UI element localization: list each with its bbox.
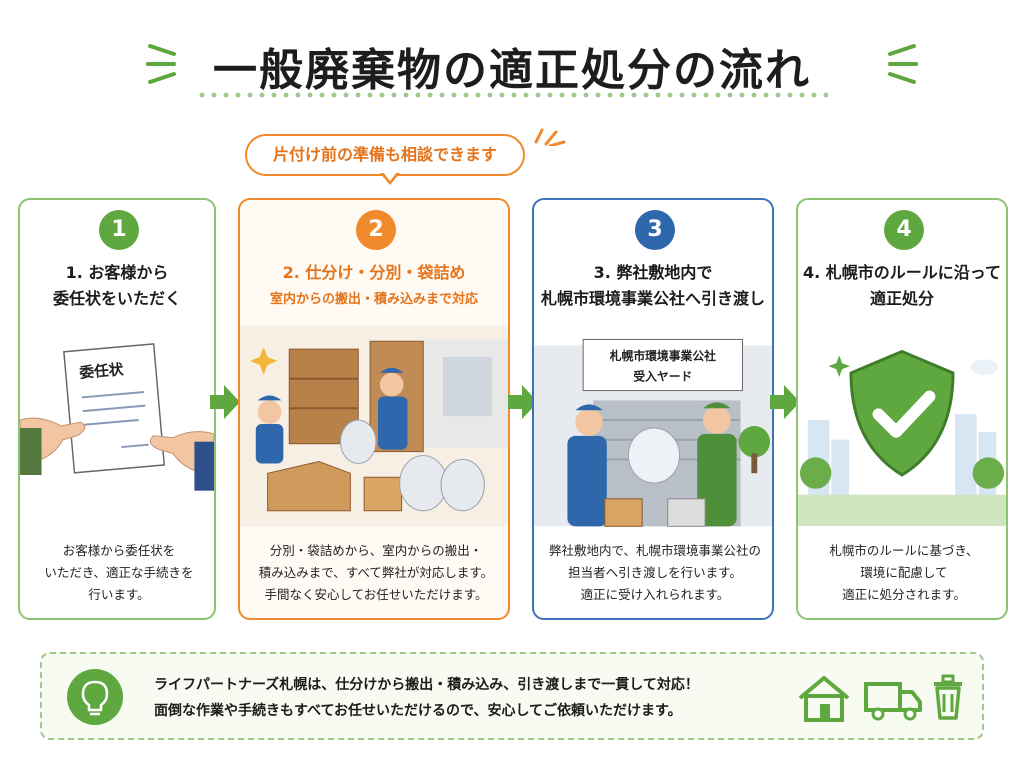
step-description: 札幌市のルールに基づき、 環境に配慮して 適正に処分されます。 bbox=[804, 540, 1004, 606]
hands-holding-document-illustration: 委任状 bbox=[20, 324, 214, 528]
step-number-badge: 4 bbox=[884, 210, 924, 250]
step-card-3: 3 3. 弊社敷地内で 札幌市環境事業公社へ引き渡し 札幌市環境事業公社 受入ヤ… bbox=[532, 198, 774, 620]
truck-icon bbox=[864, 674, 922, 722]
lightbulb-icon bbox=[66, 668, 124, 726]
house-icon bbox=[796, 674, 852, 722]
trash-icon bbox=[932, 674, 964, 722]
step-card-4: 4 4. 札幌市のルールに沿って 適正処分 札幌市のルールに基づき、 環境に配慮… bbox=[796, 198, 1008, 620]
step-number-badge: 2 bbox=[356, 210, 396, 250]
shield-check-illustration bbox=[798, 324, 1006, 528]
step-heading: 1. お客様から 委任状をいただく bbox=[20, 260, 214, 312]
step-heading: 3. 弊社敷地内で 札幌市環境事業公社へ引き渡し bbox=[534, 260, 772, 312]
step-heading: 4. 札幌市のルールに沿って 適正処分 bbox=[798, 260, 1006, 312]
step-card-1: 1 1. お客様から 委任状をいただく 委任状 お客様から委任状を いただき、適… bbox=[18, 198, 216, 620]
consult-callout: 片付け前の準備も相談できます bbox=[245, 134, 525, 176]
sparkle-icon bbox=[528, 112, 568, 146]
step-subheading: 室内からの搬出・積み込みまで対応 bbox=[240, 288, 508, 307]
step-number-badge: 3 bbox=[635, 210, 675, 250]
page-title: 一般廃棄物の適正処分の流れ bbox=[0, 34, 1024, 98]
step-description: 弊社敷地内で、札幌市環境事業公社の 担当者へ引き渡しを行います。 適正に受け入れ… bbox=[540, 540, 770, 606]
step-card-2: 2 2. 仕分け・分別・袋詰め 室内からの搬出・積み込みまで対応 分別・袋詰めか… bbox=[238, 198, 510, 620]
handover-illustration: 札幌市環境事業公社 受入ヤード bbox=[534, 324, 772, 528]
title-underline bbox=[196, 92, 828, 98]
sign-text: 受入ヤード bbox=[633, 370, 692, 384]
step-description: お客様から委任状を いただき、適正な手続きを 行います。 bbox=[26, 540, 212, 606]
footer-message: ライフパートナーズ札幌は、仕分けから搬出・積み込み、引き渡しまで一貫して対応！ … bbox=[154, 672, 794, 724]
sorting-and-bagging-illustration bbox=[240, 324, 508, 528]
title-area: 一般廃棄物の適正処分の流れ bbox=[0, 28, 1024, 98]
step-heading: 2. 仕分け・分別・袋詰め bbox=[240, 260, 508, 286]
footer-banner: ライフパートナーズ札幌は、仕分けから搬出・積み込み、引き渡しまで一貫して対応！ … bbox=[40, 652, 984, 740]
sign-text: 札幌市環境事業公社 bbox=[609, 349, 716, 363]
step-number-badge: 1 bbox=[99, 210, 139, 250]
burst-right-icon bbox=[880, 36, 920, 88]
shield-check-icon bbox=[851, 351, 953, 475]
arrow-right-icon bbox=[210, 385, 240, 419]
step-description: 分別・袋詰めから、室内からの搬出・ 積み込みまで、すべて弊社が対応します。 手間… bbox=[246, 540, 506, 606]
